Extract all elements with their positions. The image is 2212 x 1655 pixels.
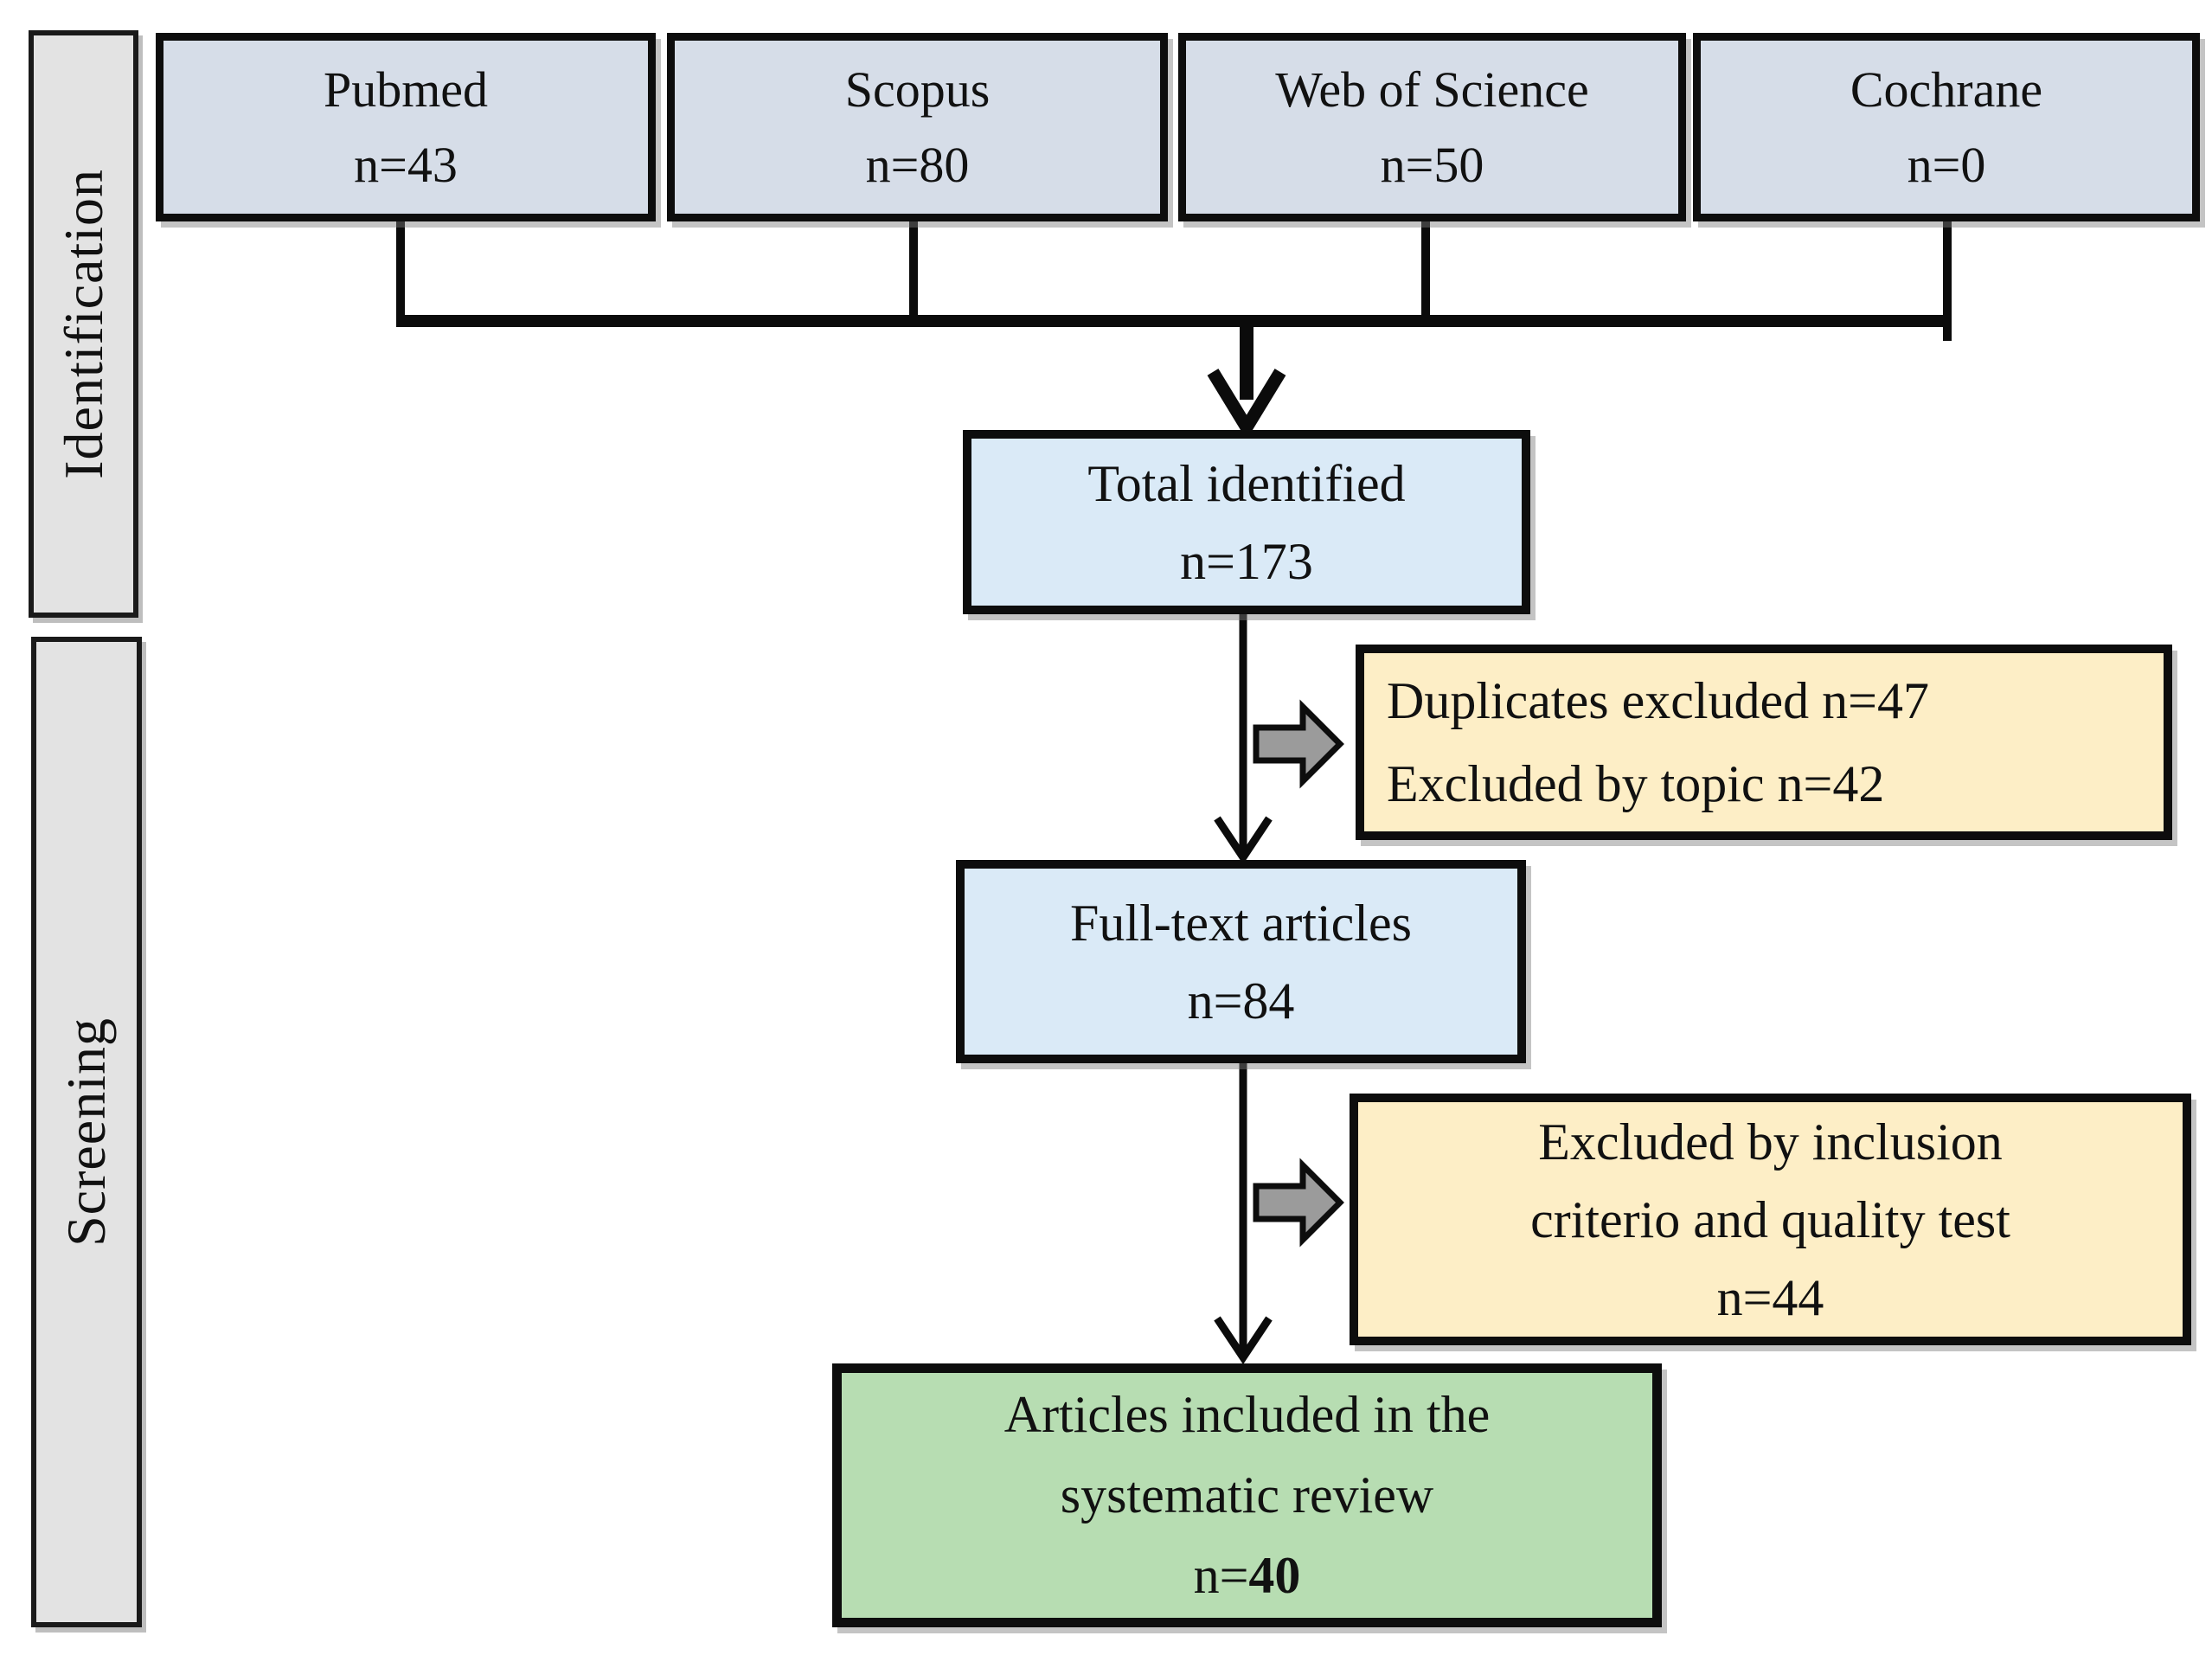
source-box-web-of-science: Web of Science n=50 bbox=[1178, 33, 1686, 221]
excluded-inclusion-line2: criterio and quality test bbox=[1530, 1190, 2010, 1248]
included-line1: Articles included in the bbox=[1003, 1386, 1491, 1443]
stage-label-screening: Screening bbox=[55, 1017, 117, 1247]
source-count: n=0 bbox=[1907, 137, 1986, 193]
full-text-count: n=84 bbox=[1187, 972, 1295, 1030]
included-articles-box: Articles included in the systematic revi… bbox=[832, 1363, 1662, 1627]
stage-bar-screening: Screening bbox=[31, 637, 142, 1627]
source-box-pubmed: Pubmed n=43 bbox=[156, 33, 656, 221]
source-name: Cochrane bbox=[1850, 61, 2043, 118]
source-count: n=80 bbox=[865, 137, 970, 193]
duplicates-excluded-line2: Excluded by topic n=42 bbox=[1387, 755, 1885, 812]
duplicates-excluded-line1: Duplicates excluded n=47 bbox=[1387, 672, 1929, 729]
total-identified-count: n=173 bbox=[1180, 532, 1313, 590]
full-text-articles-box: Full-text articles n=84 bbox=[956, 860, 1526, 1063]
stage-bar-identification: Identification bbox=[29, 30, 138, 618]
source-name: Web of Science bbox=[1275, 61, 1589, 118]
stage-label-identification: Identification bbox=[52, 169, 114, 479]
excluded-inclusion-count: n=44 bbox=[1716, 1268, 1824, 1326]
included-line2: systematic review bbox=[1060, 1466, 1434, 1523]
arrow-fulltext-to-included-head bbox=[1214, 1316, 1273, 1365]
source-count: n=43 bbox=[354, 137, 458, 193]
total-identified-box: Total identified n=173 bbox=[963, 430, 1530, 614]
included-count-value: 40 bbox=[1248, 1547, 1301, 1604]
source-name: Pubmed bbox=[323, 61, 489, 118]
included-count-prefix: n= bbox=[1193, 1547, 1249, 1604]
arrow-to-total-head bbox=[1207, 369, 1286, 440]
block-arrow-duplicates-icon bbox=[1253, 699, 1344, 789]
excluded-inclusion-box: Excluded by inclusion criterio and quali… bbox=[1350, 1094, 2191, 1345]
source-count: n=50 bbox=[1380, 137, 1484, 193]
included-count-line: n=40 bbox=[1194, 1536, 1301, 1616]
source-box-scopus: Scopus n=80 bbox=[667, 33, 1168, 221]
full-text-title: Full-text articles bbox=[1070, 894, 1412, 952]
excluded-inclusion-line1: Excluded by inclusion bbox=[1538, 1113, 2003, 1171]
arrow-total-to-fulltext-head bbox=[1214, 816, 1273, 865]
total-identified-title: Total identified bbox=[1087, 454, 1406, 512]
source-box-cochrane: Cochrane n=0 bbox=[1693, 33, 2200, 221]
source-name: Scopus bbox=[844, 61, 991, 118]
duplicates-excluded-box: Duplicates excluded n=47 Excluded by top… bbox=[1356, 645, 2172, 840]
block-arrow-excluded-icon bbox=[1253, 1158, 1344, 1248]
